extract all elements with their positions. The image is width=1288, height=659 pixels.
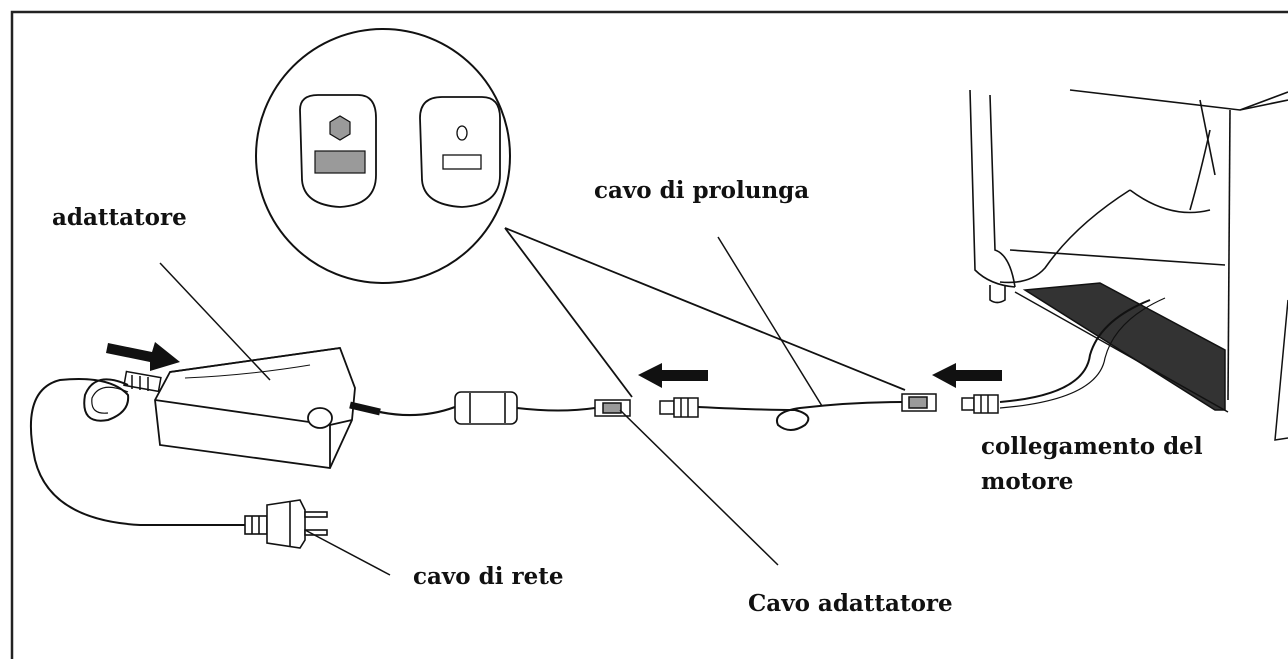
motor-unit	[969, 89, 1288, 401]
motor-cable-2	[999, 297, 1166, 409]
floor-mat	[1022, 282, 1226, 411]
wall-edge	[1274, 299, 1288, 441]
adapter-cable-leader-line	[619, 409, 779, 566]
extension-cable-plug-left	[659, 397, 699, 418]
motor-connection-label-line1: collegamento del	[981, 433, 1203, 460]
female-connector-face	[419, 96, 501, 208]
extension-leader-line	[717, 236, 823, 407]
adapter-cable-to-connector	[516, 407, 596, 412]
mains-plug	[244, 499, 328, 549]
floor-edge	[1014, 291, 1229, 413]
adapter-output-cable	[379, 405, 456, 417]
extension-cable-connector	[901, 393, 937, 412]
adapter-box	[154, 347, 356, 469]
motor-connection-label-line2: motore	[981, 468, 1074, 495]
extension-cable-label: cavo di prolunga	[594, 177, 810, 204]
adapter-output-strain-relief	[349, 401, 381, 416]
ferrite-core	[454, 391, 518, 425]
mains-cable-loop-inner	[91, 386, 129, 414]
motor-cable	[999, 299, 1151, 403]
round-hole-icon	[456, 125, 468, 141]
flat-slot-icon	[442, 154, 482, 170]
hex-pin-icon	[329, 115, 351, 141]
adapter-input-plug	[123, 370, 162, 393]
mains-leader-line	[304, 529, 391, 576]
adapter-cable-label: Cavo adattatore	[748, 590, 953, 617]
diagram-frame	[10, 10, 1288, 659]
mains-cable-loop	[29, 378, 245, 526]
mains-cable-label: cavo di rete	[413, 563, 564, 590]
adapter-cable-connector	[594, 399, 631, 417]
motor-cable-plug	[961, 394, 999, 414]
insert-arrow-icon-adapter	[106, 342, 180, 371]
left-arrow-icon-2	[932, 363, 1002, 388]
adapter-leader-line	[159, 262, 271, 381]
zoom-leader-line-2	[504, 227, 906, 391]
connector-detail-zoom	[255, 28, 511, 284]
flat-pin-icon	[314, 150, 366, 174]
extension-cable	[697, 401, 903, 431]
adapter-label: adattatore	[52, 204, 187, 231]
zoom-leader-line-1	[504, 227, 633, 398]
left-arrow-icon-1	[638, 363, 708, 388]
